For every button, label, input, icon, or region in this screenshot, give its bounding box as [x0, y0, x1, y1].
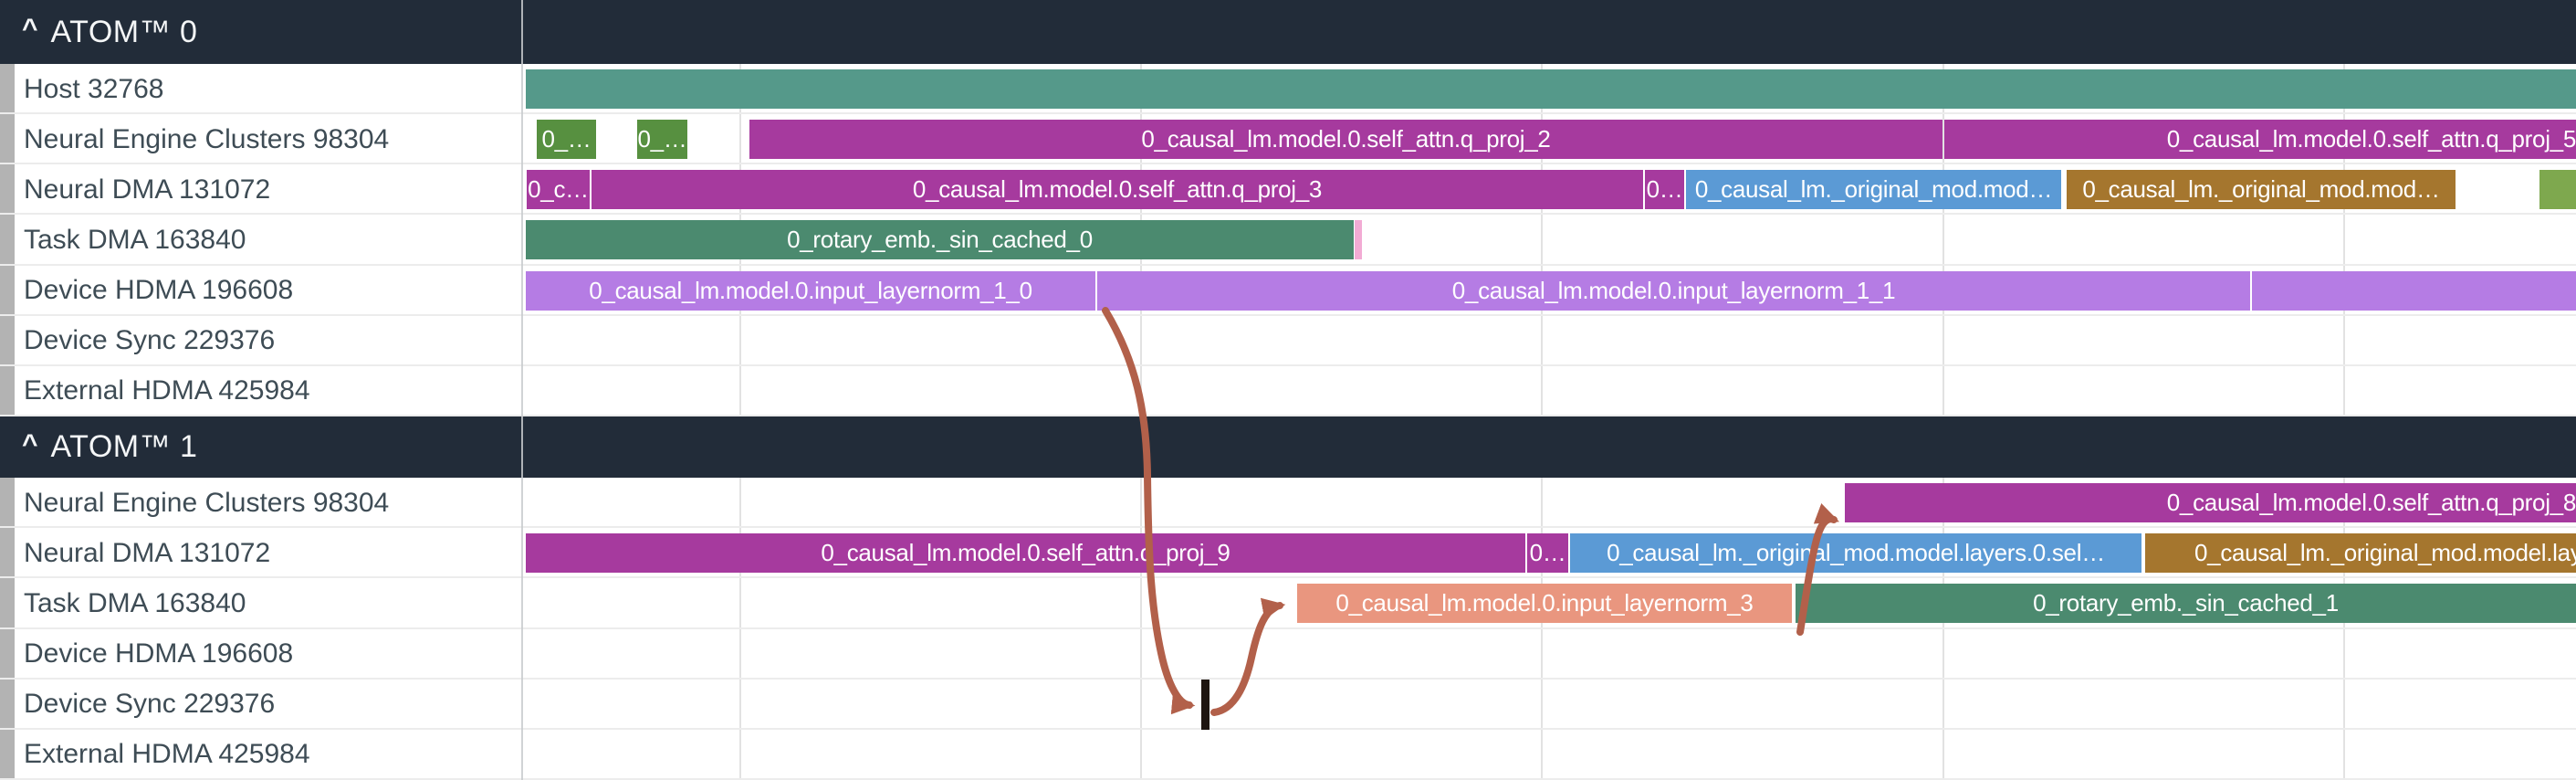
trace-slice[interactable]: 0_causal_lm._original_mod.model.layers.0…: [1570, 533, 2141, 574]
trace-slice[interactable]: 0…: [1527, 533, 1568, 574]
trace-slice[interactable]: [2252, 270, 2576, 311]
dependency-arrow: [1210, 597, 1286, 716]
track-label-task-dma-163840: Task DMA 163840: [24, 587, 246, 618]
row-separator: [0, 526, 2576, 529]
trace-slice[interactable]: 0_causal_lm.model.0.self_attn.q_proj_5: [1944, 120, 2576, 160]
sync-marker-tick[interactable]: [1201, 679, 1209, 730]
trace-slice-label: 0_causal_lm._original_mod.model.layers.0…: [1607, 539, 2105, 567]
row-separator: [0, 112, 2576, 115]
trace-slice[interactable]: 0_…: [537, 120, 596, 160]
trace-slice-label: 0…: [1529, 539, 1566, 567]
grid-line-vertical: [1541, 0, 1543, 780]
label-column-border: [521, 0, 523, 780]
trace-slice-label: 0_causal_lm.model.0.self_attn.q_proj_8: [2166, 489, 2576, 516]
trace-slice-label: 0_causal_lm.model.0.input_layernorm_1_1: [1451, 276, 1896, 304]
track-label-neural-engine-clusters-98304: Neural Engine Clusters 98304: [24, 487, 390, 518]
track-label-neural-dma-131072: Neural DMA 131072: [24, 174, 271, 205]
trace-slice[interactable]: 0_causal_lm.model.0.input_layernorm_1_1: [1097, 270, 2250, 311]
trace-slice-label: 0_causal_lm.model.0.self_attn.q_proj_5: [2166, 125, 2576, 153]
group-title: ATOM™ 0: [50, 14, 198, 49]
row-separator: [0, 213, 2576, 216]
row-separator: [0, 778, 2576, 780]
trace-slice-label: 0_rotary_emb._sin_cached_1: [2033, 589, 2339, 617]
trace-slice-label: 0_causal_lm._original_mod.mod…: [2082, 175, 2440, 204]
track-label-device-hdma-196608: Device HDMA 196608: [24, 638, 294, 669]
track-label-device-hdma-196608: Device HDMA 196608: [24, 275, 294, 306]
trace-slice-label: 0_causal_lm.model.0.self_attn.q_proj_9: [821, 539, 1230, 567]
trace-slice[interactable]: [2539, 170, 2576, 210]
grid-line-vertical: [1140, 0, 1142, 780]
track-label-external-hdma-425984: External HDMA 425984: [24, 739, 310, 770]
track-label-neural-dma-131072: Neural DMA 131072: [24, 537, 271, 568]
track-label-host-32768: Host 32768: [24, 73, 164, 104]
track-label-device-sync-229376: Device Sync 229376: [24, 325, 276, 356]
trace-slice[interactable]: 0_causal_lm.model.0.self_attn.q_proj_9: [526, 533, 1525, 574]
row-separator: [0, 677, 2576, 680]
trace-slice[interactable]: 0_rotary_emb._sin_cached_0: [526, 220, 1354, 260]
row-separator: [0, 576, 2576, 579]
track-label-neural-engine-clusters-98304: Neural Engine Clusters 98304: [24, 123, 390, 154]
grid-line-vertical: [2343, 0, 2345, 780]
trace-slice[interactable]: 0_causal_lm._original_mod.mod…: [2067, 170, 2456, 210]
trace-slice[interactable]: 0_…: [637, 120, 687, 160]
trace-slice[interactable]: 0_causal_lm.model.0.self_attn.q_proj_2: [749, 120, 1942, 160]
trace-slice[interactable]: [1355, 220, 1362, 260]
trace-slice-label: 0_causal_lm.model.0.self_attn.q_proj_3: [912, 175, 1323, 204]
trace-slice[interactable]: [526, 69, 2576, 109]
track-label-external-hdma-425984: External HDMA 425984: [24, 375, 310, 406]
trace-slice[interactable]: 0_causal_lm._original_mod.model.laye: [2145, 533, 2576, 574]
trace-slice-label: 0…: [1646, 175, 1683, 204]
trace-slice-label: 0_c…: [528, 175, 589, 204]
trace-slice[interactable]: 0_causal_lm.model.0.input_layernorm_3: [1297, 584, 1792, 624]
grid-line-vertical: [1942, 0, 1944, 780]
trace-slice[interactable]: 0_causal_lm.model.0.self_attn.q_proj_8: [1845, 483, 2576, 522]
group-header-1[interactable]: ^ ATOM™ 1: [0, 416, 2576, 478]
group-title: ATOM™ 1: [50, 429, 198, 464]
trace-slice-label: 0_…: [637, 125, 687, 153]
collapse-chevron-icon: ^: [22, 428, 38, 459]
dependency-arrow: [1102, 307, 1196, 715]
row-separator: [0, 727, 2576, 730]
row-separator: [0, 263, 2576, 266]
collapse-chevron-icon: ^: [22, 14, 38, 44]
trace-slice[interactable]: 0…: [1645, 170, 1684, 210]
trace-slice[interactable]: 0_rotary_emb._sin_cached_1: [1796, 584, 2576, 624]
trace-slice-label: 0_rotary_emb._sin_cached_0: [787, 226, 1093, 254]
row-separator: [0, 364, 2576, 366]
trace-slice-label: 0_causal_lm.model.0.input_layernorm_3: [1335, 589, 1754, 617]
left-rail: [0, 0, 15, 780]
trace-slice-label: 0_causal_lm._original_mod.model.laye: [2194, 539, 2576, 567]
row-separator: [0, 414, 2576, 416]
row-separator: [0, 627, 2576, 629]
track-label-device-sync-229376: Device Sync 229376: [24, 689, 276, 720]
row-separator: [0, 163, 2576, 165]
trace-slice[interactable]: 0_causal_lm._original_mod.mod…: [1686, 170, 2061, 210]
trace-slice[interactable]: 0_c…: [527, 170, 590, 210]
trace-slice[interactable]: 0_causal_lm.model.0.input_layernorm_1_0: [526, 270, 1095, 311]
trace-slice-label: 0_causal_lm.model.0.input_layernorm_1_0: [589, 276, 1032, 304]
trace-slice[interactable]: 0_causal_lm.model.0.self_attn.q_proj_3: [592, 170, 1643, 210]
group-header-0[interactable]: ^ ATOM™ 0: [0, 0, 2576, 64]
track-label-task-dma-163840: Task DMA 163840: [24, 224, 246, 255]
trace-slice-label: 0_causal_lm.model.0.self_attn.q_proj_2: [1141, 125, 1551, 153]
trace-slice-label: 0_causal_lm._original_mod.mod…: [1694, 175, 2053, 204]
grid-line-vertical: [739, 0, 741, 780]
trace-slice-label: 0_…: [541, 125, 592, 153]
row-separator: [0, 313, 2576, 316]
